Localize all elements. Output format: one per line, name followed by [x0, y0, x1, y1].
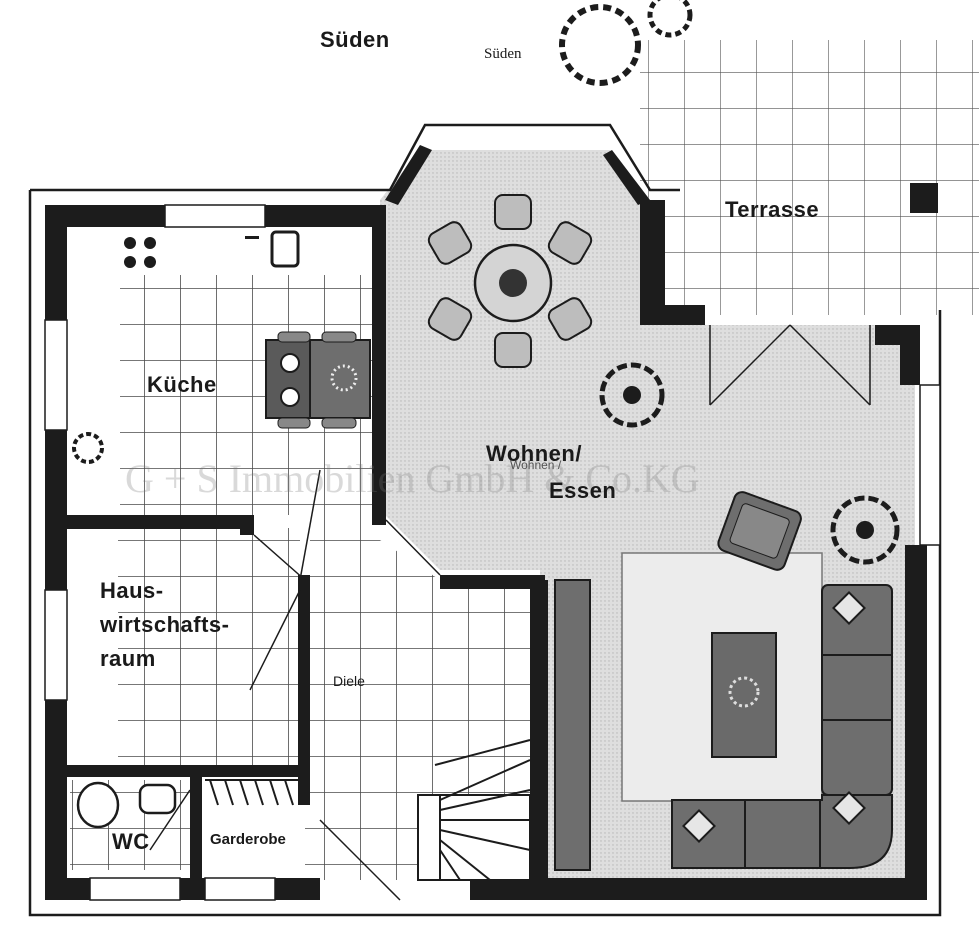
- wc-label: WC: [112, 829, 150, 854]
- plant-icon: [72, 0, 900, 565]
- utility-label-line3: raum: [100, 646, 156, 671]
- living-overlay-label: Wohnen /: [510, 458, 562, 472]
- south-heading: Süden: [320, 27, 390, 52]
- toilet-icon: [76, 781, 177, 829]
- hall-floor: [305, 470, 530, 880]
- watermark: G + S Immobilien GmbH & Co.KG: [125, 456, 700, 501]
- sofa-icon: [671, 584, 893, 869]
- living-label-line1: Wohnen/: [486, 441, 582, 466]
- living-label-line2: Essen: [549, 478, 617, 503]
- dining-table: [473, 243, 553, 323]
- sink-icon: [245, 230, 300, 268]
- chair-icon: [427, 194, 593, 368]
- hall-label: Diele: [333, 673, 365, 689]
- utility-label-line2: wirtschafts-: [100, 612, 230, 637]
- wardrobe-rail: [205, 779, 300, 806]
- windows: [44, 204, 941, 901]
- sideboard: [554, 579, 591, 871]
- south-small-label: Süden: [484, 46, 522, 62]
- armchair-icon: [717, 491, 802, 571]
- terrace-door[interactable]: [709, 324, 871, 406]
- utility-floor: [118, 528, 300, 765]
- utility-label-line1: Haus-: [100, 578, 164, 603]
- terrace-label: Terrasse: [725, 197, 820, 222]
- door-swings: [149, 469, 441, 901]
- terrace-area: [640, 40, 979, 315]
- table-icon: [711, 632, 777, 758]
- staircase-icon: [417, 739, 531, 881]
- stove-icon: [124, 237, 156, 268]
- kitchen-label: Küche: [147, 372, 217, 397]
- wardrobe-label: Garderobe: [210, 831, 286, 848]
- kitchen-floor: [70, 225, 373, 515]
- kitchen-table: [265, 331, 371, 429]
- walls: [28, 123, 942, 917]
